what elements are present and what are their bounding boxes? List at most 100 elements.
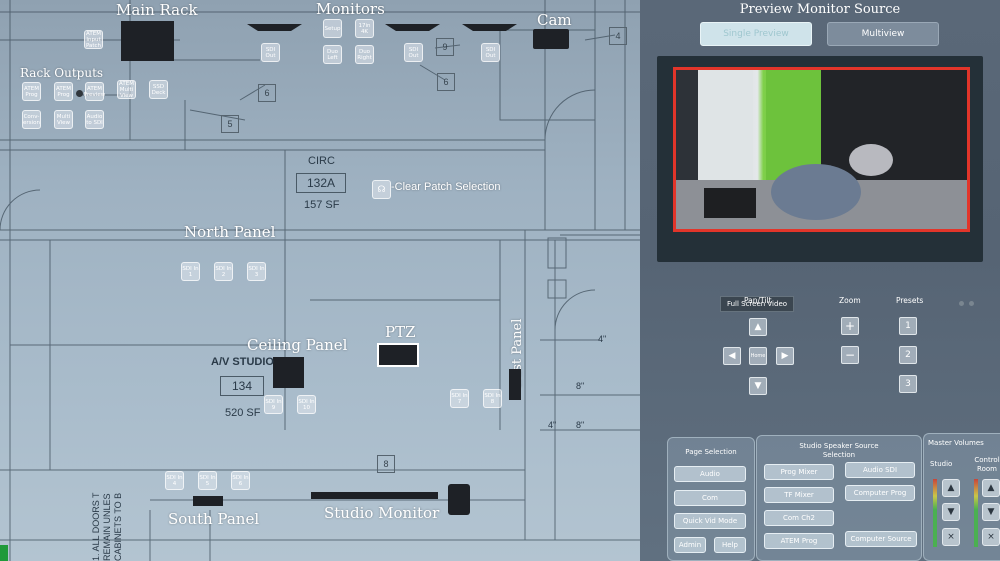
pan-tilt-label: Pan/Tilt	[744, 296, 772, 305]
camera-icon[interactable]	[533, 29, 569, 49]
arrow-up-icon[interactable]: ▲	[749, 318, 767, 336]
sdi-in-3-button[interactable]: SDI In 3	[247, 262, 266, 281]
dimension-label: 8"	[576, 420, 585, 430]
sdi-in-2-button[interactable]: SDI In 2	[214, 262, 233, 281]
plan-number-box: 6	[437, 73, 455, 91]
headphones-icon[interactable]: ☊	[372, 180, 391, 199]
source-computer-source-button[interactable]: Computer Source	[845, 531, 917, 547]
monitor-setup-button[interactable]: Setup	[323, 19, 342, 38]
preset-2-button[interactable]: 2	[899, 346, 917, 364]
dimension-label: 4"	[598, 334, 607, 344]
speaker-source-title: Studio Speaker Source Selection	[799, 442, 879, 459]
rack-output-atem-prog-2-button[interactable]: ATEM Prog	[54, 82, 73, 101]
rack-output-audio-to-sdi-button[interactable]: Audio to SDI	[85, 110, 104, 129]
preview-monitor: Full Screen Video	[657, 56, 983, 312]
preset-3-button[interactable]: 3	[899, 375, 917, 393]
volume-up-icon[interactable]: ▲	[942, 479, 960, 497]
control-room-volume-label: Control Room	[974, 456, 1000, 473]
plan-number-box: 9	[436, 38, 454, 56]
status-indicator	[0, 545, 8, 561]
sdi-in-5-button[interactable]: SDI In 5	[198, 471, 217, 490]
sdi-in-6-button[interactable]: SDI In 6	[231, 471, 250, 490]
tab-single-preview[interactable]: Single Preview	[700, 22, 812, 46]
monitor-17in-4k-button[interactable]: 17in 4K	[355, 19, 374, 38]
monitor-duo-right-button[interactable]: Duo Right	[355, 45, 374, 64]
source-com-ch2-button[interactable]: Com Ch2	[764, 510, 834, 526]
volume-down-icon[interactable]: ▼	[942, 503, 960, 521]
north-panel-label: North Panel	[184, 223, 276, 241]
page-dot-icon	[959, 301, 964, 306]
studio-room-label: A/V STUDIO	[211, 356, 274, 368]
ceiling-panel-label: Ceiling Panel	[247, 336, 348, 354]
sdi-in-1-button[interactable]: SDI In 1	[181, 262, 200, 281]
cam-label: Cam	[537, 11, 572, 29]
plan-number-box: 8	[377, 455, 395, 473]
connector-dot-icon	[76, 90, 83, 97]
monitor-sdi-out-2-button[interactable]: SDI Out	[404, 43, 423, 62]
clear-patch-selection[interactable]: -Clear Patch Selection	[391, 181, 501, 193]
zoom-label: Zoom	[839, 296, 861, 305]
monitor-sdi-out-1-button[interactable]: SDI Out	[261, 43, 280, 62]
sdi-in-10-button[interactable]: SDI In 10	[297, 395, 316, 414]
page-selection-panel: Page Selection Audio Com Quick Vid Mode …	[667, 437, 755, 561]
zoom-out-button[interactable]: −	[841, 346, 859, 364]
rack-output-multiview-button[interactable]: Multi View	[54, 110, 73, 129]
circ-room-label: CIRC	[308, 155, 335, 167]
control-room-level-meter	[974, 479, 978, 547]
tab-multiview[interactable]: Multiview	[827, 22, 939, 46]
atem-input-patch-button[interactable]: ATEM Input Patch	[84, 30, 103, 49]
source-audio-sdi-button[interactable]: Audio SDI	[845, 462, 915, 478]
studio-room-number: 134	[220, 376, 264, 396]
full-screen-video-button[interactable]: Full Screen Video	[720, 296, 794, 312]
rack-output-atem-prog-button[interactable]: ATEM Prog	[22, 82, 41, 101]
source-computer-prog-button[interactable]: Computer Prog	[845, 485, 915, 501]
speaker-source-panel: Studio Speaker Source Selection Prog Mix…	[756, 435, 922, 561]
sdi-in-4-button[interactable]: SDI In 4	[165, 471, 184, 490]
monitor-duo-left-button[interactable]: Duo Left	[323, 45, 342, 64]
studio-monitor-block	[311, 492, 438, 499]
page-admin-button[interactable]: Admin	[674, 537, 706, 553]
rack-output-atem-preview-button[interactable]: ATEM Preview	[84, 82, 105, 101]
studio-monitor-label: Studio Monitor	[324, 504, 440, 522]
page-audio-button[interactable]: Audio	[674, 466, 746, 482]
mute-icon[interactable]: ×	[942, 528, 960, 546]
volume-up-icon[interactable]: ▲	[982, 479, 1000, 497]
zoom-in-button[interactable]: +	[841, 317, 859, 335]
rack-outputs-label: Rack Outputs	[20, 66, 104, 80]
preview-video[interactable]	[673, 67, 970, 232]
arrow-down-icon[interactable]: ▼	[749, 377, 767, 395]
arrow-left-icon[interactable]: ◀	[723, 347, 741, 365]
main-rack-block	[121, 21, 174, 61]
rack-output-conversion-button[interactable]: Conv-ersion	[22, 110, 41, 129]
dimension-label: 4"	[548, 420, 557, 430]
sdi-in-9-button[interactable]: SDI In 9	[264, 395, 283, 414]
rack-output-ssd-deck-button[interactable]: SSD Deck	[149, 80, 168, 99]
page-help-button[interactable]: Help	[714, 537, 746, 553]
master-volumes-panel: Master Volumes Studio Control Room ▲ ▼ ×…	[923, 433, 1000, 561]
circ-room-area: 157 SF	[304, 199, 340, 211]
mute-icon[interactable]: ×	[982, 528, 1000, 546]
home-button[interactable]: Home	[749, 347, 767, 365]
plan-number-box: 5	[221, 115, 239, 133]
studio-volume-label: Studio	[930, 460, 953, 468]
sdi-in-8-button[interactable]: SDI In 8	[483, 389, 502, 408]
source-atem-prog-button[interactable]: ATEM Prog	[764, 533, 834, 549]
control-panel: Preview Monitor Source Single Preview Mu…	[640, 0, 1000, 561]
rack-output-atem-multiview-button[interactable]: ATEM Multi View	[117, 80, 136, 99]
arrow-right-icon[interactable]: ▶	[776, 347, 794, 365]
monitor-sdi-out-3-button[interactable]: SDI Out	[481, 43, 500, 62]
ptz-camera-icon[interactable]	[377, 343, 419, 367]
page-com-button[interactable]: Com	[674, 490, 746, 506]
south-panel-label: South Panel	[168, 510, 260, 528]
page-quick-vid-mode-button[interactable]: Quick Vid Mode	[674, 513, 746, 529]
floor-plan: Main Rack Monitors Cam Rack Outputs Nort…	[0, 0, 640, 561]
preset-1-button[interactable]: 1	[899, 317, 917, 335]
sdi-in-7-button[interactable]: SDI In 7	[450, 389, 469, 408]
ceiling-panel-block	[273, 357, 304, 388]
volume-down-icon[interactable]: ▼	[982, 503, 1000, 521]
source-tf-mixer-button[interactable]: TF Mixer	[764, 487, 834, 503]
dimension-label: 8"	[576, 381, 585, 391]
source-prog-mixer-button[interactable]: Prog Mixer	[764, 464, 834, 480]
ptz-label: PTZ	[385, 323, 416, 341]
main-rack-label: Main Rack	[116, 1, 198, 19]
